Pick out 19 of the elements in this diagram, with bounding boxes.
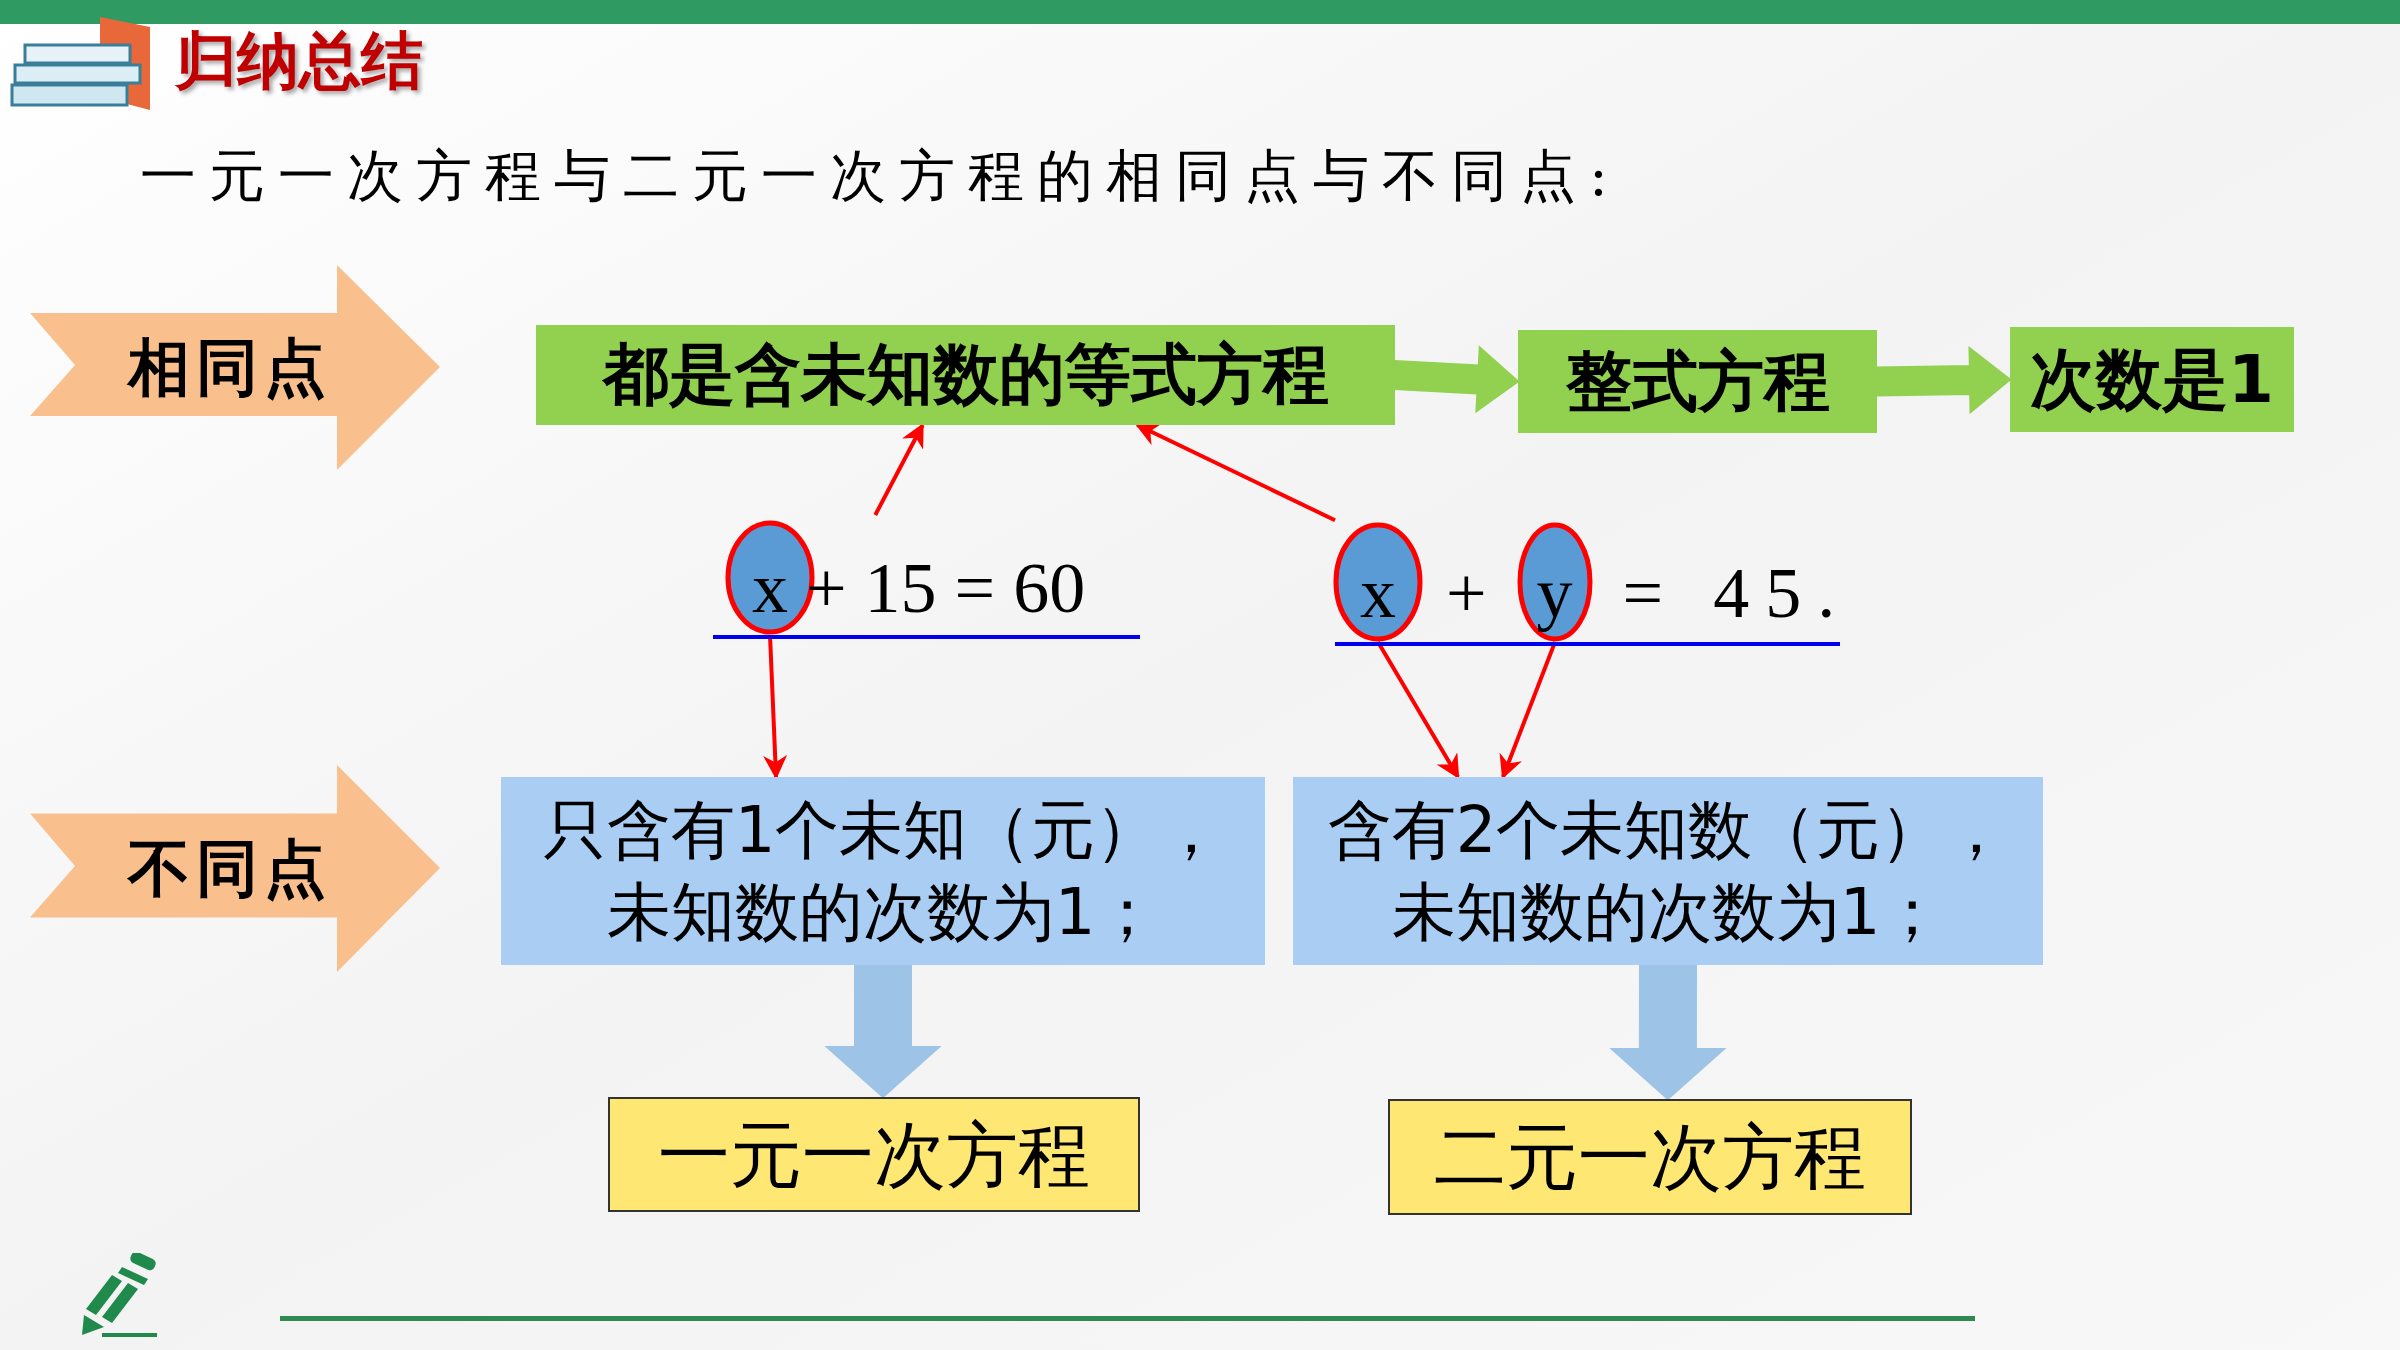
label-box: 整式方程 (1518, 330, 1877, 433)
subtitle-text: 一元一次方程与二元一次方程的相同点与不同点: (140, 148, 1621, 204)
heading-text: 不同点 (128, 837, 332, 900)
heading-text: 相同点 (128, 336, 332, 399)
description-box: 含有2个未知数（元），未知数的次数为1； (1293, 777, 2043, 965)
ellipse-highlight (1517, 522, 1593, 642)
equation: x + y = 45. (1360, 552, 1852, 635)
arrow (1135, 423, 1336, 523)
result-box: 二元一次方程 (1388, 1099, 1912, 1215)
description-box: 只含有1个未知（元），未知数的次数为1； (501, 777, 1265, 965)
title: 归纳总结 (175, 30, 423, 92)
block-arrow (1609, 964, 1727, 1101)
block-arrow (824, 964, 942, 1099)
ellipse-highlight (1333, 522, 1423, 642)
block-arrow (1393, 345, 1520, 414)
block-arrow (1875, 346, 2012, 415)
label-box: 都是含未知数的等式方程 (536, 325, 1395, 425)
result-box: 一元一次方程 (608, 1097, 1140, 1212)
label-box: 次数是1 (2010, 327, 2294, 432)
